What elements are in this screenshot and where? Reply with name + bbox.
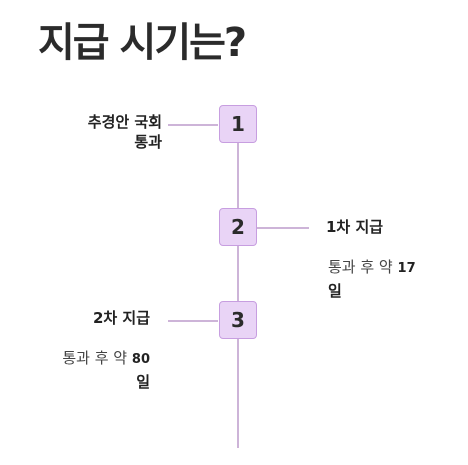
step-2-desc-number: 17 [397, 261, 416, 276]
step-3-number-box: 3 [219, 301, 257, 339]
step-2-desc-unit: 일 [328, 282, 342, 300]
step-3-connector [168, 320, 218, 322]
step-1-heading: 추경안 국회 통과 [88, 112, 162, 152]
step-2-number-box: 2 [219, 208, 257, 246]
step-2-connector [257, 227, 309, 229]
step-1-heading-line2: 통과 [134, 133, 162, 151]
step-3-desc-number: 80 [131, 352, 150, 367]
step-3-number: 3 [231, 308, 245, 332]
step-1-heading-line1: 추경안 국회 [87, 113, 162, 131]
step-3-description-line1: 통과 후 약 80 [62, 347, 150, 371]
timeline-line [237, 128, 239, 448]
step-3-description: 통과 후 약 80 일 [62, 347, 150, 393]
step-3-heading: 2차 지급 [92, 309, 150, 327]
page-title: 지급 시기는? [38, 20, 247, 66]
step-3-desc-unit: 일 [136, 373, 150, 391]
step-1-number: 1 [231, 112, 245, 136]
step-2-description-line1: 통과 후 약 17 [328, 256, 416, 280]
step-2-number: 2 [231, 215, 245, 239]
step-3-desc-prefix: 통과 후 약 [62, 349, 128, 367]
step-2-desc-prefix: 통과 후 약 [328, 258, 393, 276]
step-1-number-box: 1 [219, 105, 257, 143]
step-1-connector [168, 124, 218, 126]
step-2-description: 통과 후 약 17 일 [328, 256, 416, 302]
step-2-description-line2: 일 [328, 280, 416, 302]
step-3-description-line2: 일 [62, 371, 150, 393]
step-2-heading: 1차 지급 [326, 218, 384, 236]
